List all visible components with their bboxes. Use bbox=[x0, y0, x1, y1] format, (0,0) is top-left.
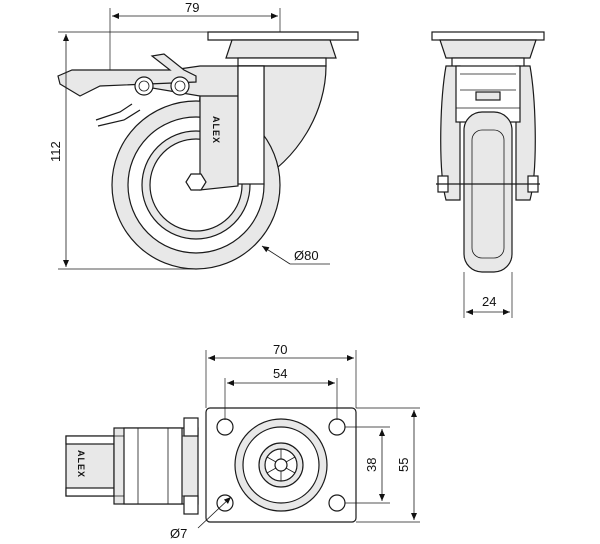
front-fork-left bbox=[440, 65, 461, 201]
dim-38: 38 bbox=[364, 458, 379, 472]
front-wheel bbox=[463, 111, 513, 273]
dim-70: 70 bbox=[273, 342, 287, 357]
plan-bolt-hole-tr bbox=[328, 418, 346, 436]
dim-wheel-diameter: Ø80 bbox=[294, 248, 319, 263]
plan-kingpin bbox=[274, 458, 288, 472]
side-plate-bearing bbox=[225, 39, 337, 59]
plan-brake-pedal bbox=[65, 435, 115, 497]
side-brake-pedal bbox=[57, 53, 197, 97]
plan-bolt-hole-tl bbox=[216, 418, 234, 436]
side-brake-arm bbox=[95, 103, 141, 127]
plan-brand-text: ALEX bbox=[76, 450, 86, 478]
side-brake-pivot-1 bbox=[134, 76, 154, 96]
side-axle-nut bbox=[185, 173, 207, 191]
dim-hole-diameter: Ø7 bbox=[170, 526, 187, 541]
dim-79: 79 bbox=[185, 0, 199, 15]
side-view: ALEX 79 112 Ø80 bbox=[48, 0, 359, 270]
side-swivel-ring bbox=[237, 57, 327, 67]
front-fork-right bbox=[515, 65, 536, 201]
front-view: 24 bbox=[431, 31, 545, 318]
dim-112: 112 bbox=[48, 141, 63, 162]
plan-view: ALEX 70 bbox=[65, 342, 420, 541]
plan-bolt-hole-br bbox=[328, 494, 346, 512]
side-brand-text: ALEX bbox=[211, 116, 221, 144]
dim-54: 54 bbox=[273, 366, 287, 381]
dim-24: 24 bbox=[482, 294, 496, 309]
front-top-plate bbox=[431, 31, 545, 41]
plan-star-spokes bbox=[266, 449, 296, 481]
dim-55: 55 bbox=[396, 458, 411, 472]
side-brake-pivot-2 bbox=[170, 76, 190, 96]
front-bearing bbox=[439, 39, 537, 59]
side-top-plate bbox=[207, 31, 359, 41]
